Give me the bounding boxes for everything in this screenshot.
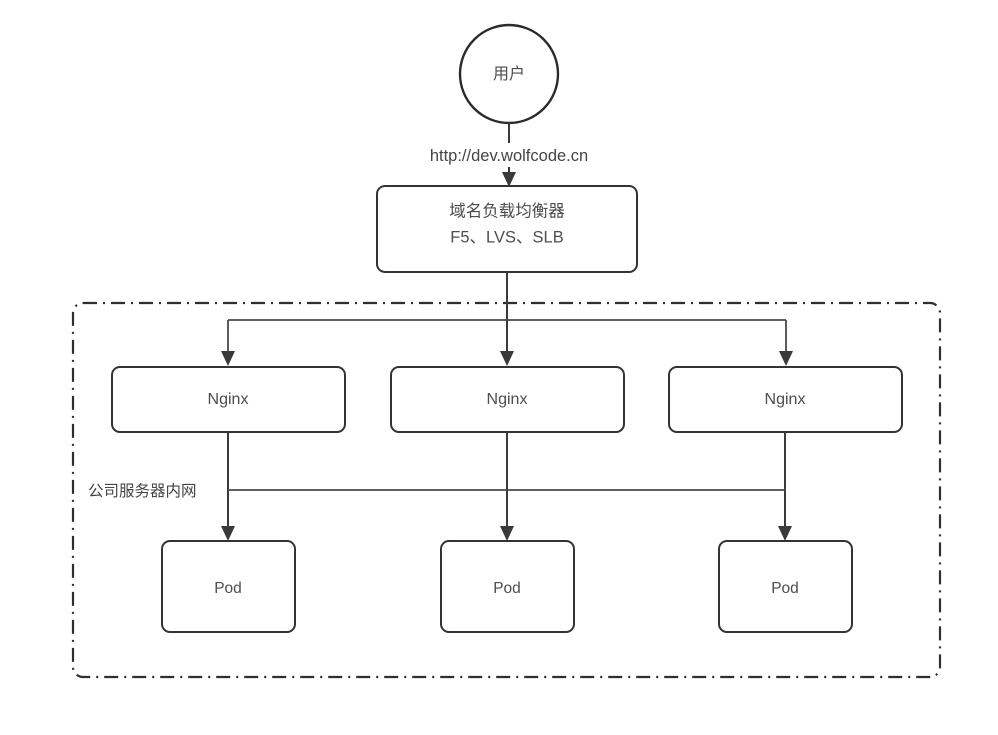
user-node-label: 用户 bbox=[493, 65, 525, 83]
arrow-head-bus-to-nginx-1 bbox=[221, 351, 235, 366]
pod-node-1-label: Pod bbox=[214, 580, 242, 597]
pod-node-2[interactable] bbox=[440, 540, 575, 633]
company-intranet-label: 公司服务器内网 bbox=[88, 482, 197, 500]
arrow-head-nginx-2-to-pod-2 bbox=[500, 526, 514, 541]
pod-node-2-label: Pod bbox=[493, 580, 521, 597]
nginx-node-2-label: Nginx bbox=[487, 391, 528, 408]
pod-node-3[interactable] bbox=[718, 540, 853, 633]
pod-node-3-label: Pod bbox=[771, 580, 799, 597]
arrow-head-nginx-1-to-pod-1 bbox=[221, 526, 235, 541]
load-balancer-label-line2: F5、LVS、SLB bbox=[450, 228, 563, 246]
url-label-backdrop bbox=[404, 143, 616, 167]
pod-node-1[interactable] bbox=[161, 540, 296, 633]
arrow-head-bus-to-nginx-3 bbox=[779, 351, 793, 366]
edge-label-url: http://dev.wolfcode.cn bbox=[430, 147, 588, 165]
nginx-node-1-label: Nginx bbox=[208, 391, 249, 408]
arrow-head-nginx-3-to-pod-3 bbox=[778, 526, 792, 541]
load-balancer-label-line1: 域名负载均衡器 bbox=[449, 201, 565, 220]
nginx-node-3-label: Nginx bbox=[765, 391, 806, 408]
arrow-head-bus-to-nginx-2 bbox=[500, 351, 514, 366]
arrow-head-user-to-loadbalancer bbox=[502, 172, 516, 187]
